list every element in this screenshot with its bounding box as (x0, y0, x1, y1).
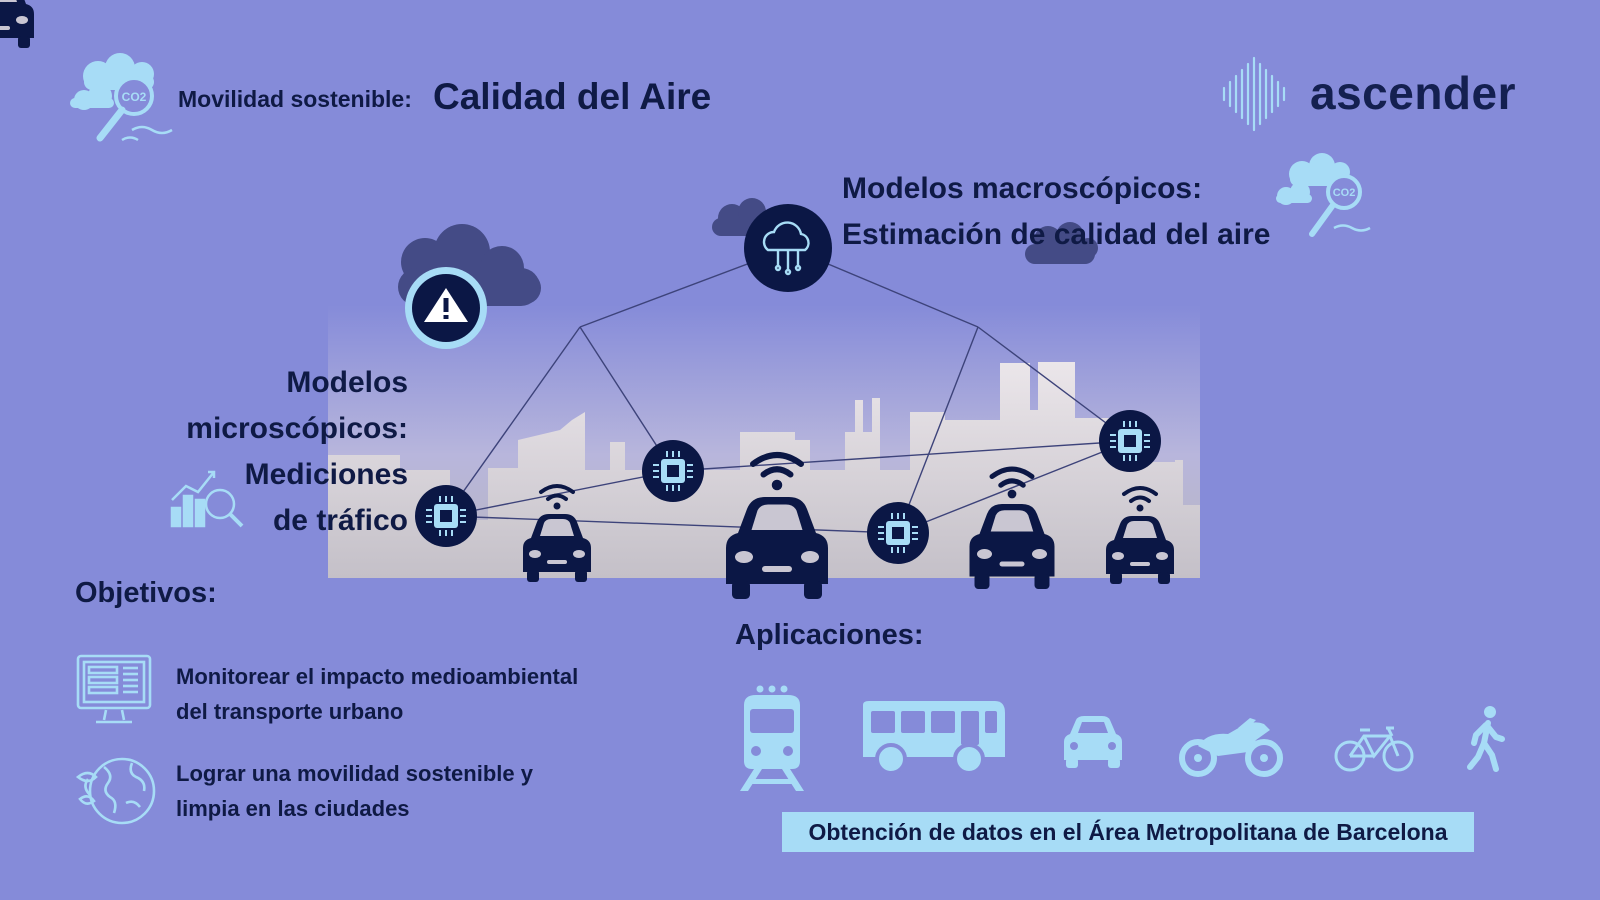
bicycle-icon (1334, 726, 1414, 772)
micro-line-1: Modelos (286, 366, 408, 399)
micro-line-3: Mediciones (244, 458, 408, 491)
warning-alert-icon (405, 267, 487, 349)
data-source-banner: Obtención de datos en el Área Metropolit… (782, 812, 1474, 852)
pedestrian-icon (1467, 706, 1505, 772)
objective-1-line-1: Monitorear el impacto medioambiental (176, 664, 579, 689)
objective-1-line-2: del transporte urbano (176, 699, 404, 724)
network-links (445, 247, 1131, 534)
bus-icon (863, 701, 1005, 775)
monitor-dashboard-icon (76, 654, 152, 724)
motorcycle-icon (1179, 718, 1283, 777)
connected-car-icon (0, 0, 34, 48)
objective-item-2: Lograr una movilidad sostenible y limpia… (176, 756, 533, 826)
svg-text:CO2: CO2 (1333, 187, 1356, 199)
air-quality-co2-icon-small: CO2 (1276, 153, 1371, 237)
objective-2-line-2: limpia en las ciudades (176, 796, 410, 821)
objective-2-line-1: Lograr una movilidad sostenible y (176, 761, 533, 786)
brand-logo-icon (1222, 56, 1286, 132)
traffic-analytics-icon (170, 470, 244, 528)
svg-text:CO2: CO2 (122, 90, 147, 104)
chip-sensor-node-icon (1098, 409, 1162, 473)
chip-sensor-node-icon (415, 485, 477, 547)
objetivos-title: Objetivos: (75, 577, 217, 609)
cloud-computing-node-icon (744, 204, 832, 292)
subtitle-prefix: Movilidad sostenible: (178, 86, 412, 112)
macro-models-label: Modelos macroscópicos: Estimación de cal… (842, 166, 1271, 258)
aplicaciones-title: Aplicaciones: (735, 619, 924, 651)
chip-sensor-node-icon (641, 439, 705, 503)
cloud-right (1025, 222, 1098, 264)
air-quality-co2-icon: CO2 (70, 53, 173, 142)
train-icon (740, 685, 804, 791)
page-title: Calidad del Aire (433, 76, 712, 117)
micro-models-label: Modelos microscópicos: Mediciones de trá… (150, 360, 408, 544)
brand-name: ascender (1310, 67, 1517, 119)
chip-sensor-node-icon (866, 501, 930, 565)
objective-item-1: Monitorear el impacto medioambiental del… (176, 659, 578, 729)
macro-line-2: Estimación de calidad del aire (842, 218, 1271, 251)
macro-line-1: Modelos macroscópicos: (842, 172, 1203, 205)
car-icon (1064, 716, 1122, 768)
micro-line-2: microscópicos: (186, 412, 408, 445)
earth-leaf-icon (75, 757, 156, 825)
micro-line-4: de tráfico (272, 504, 408, 537)
